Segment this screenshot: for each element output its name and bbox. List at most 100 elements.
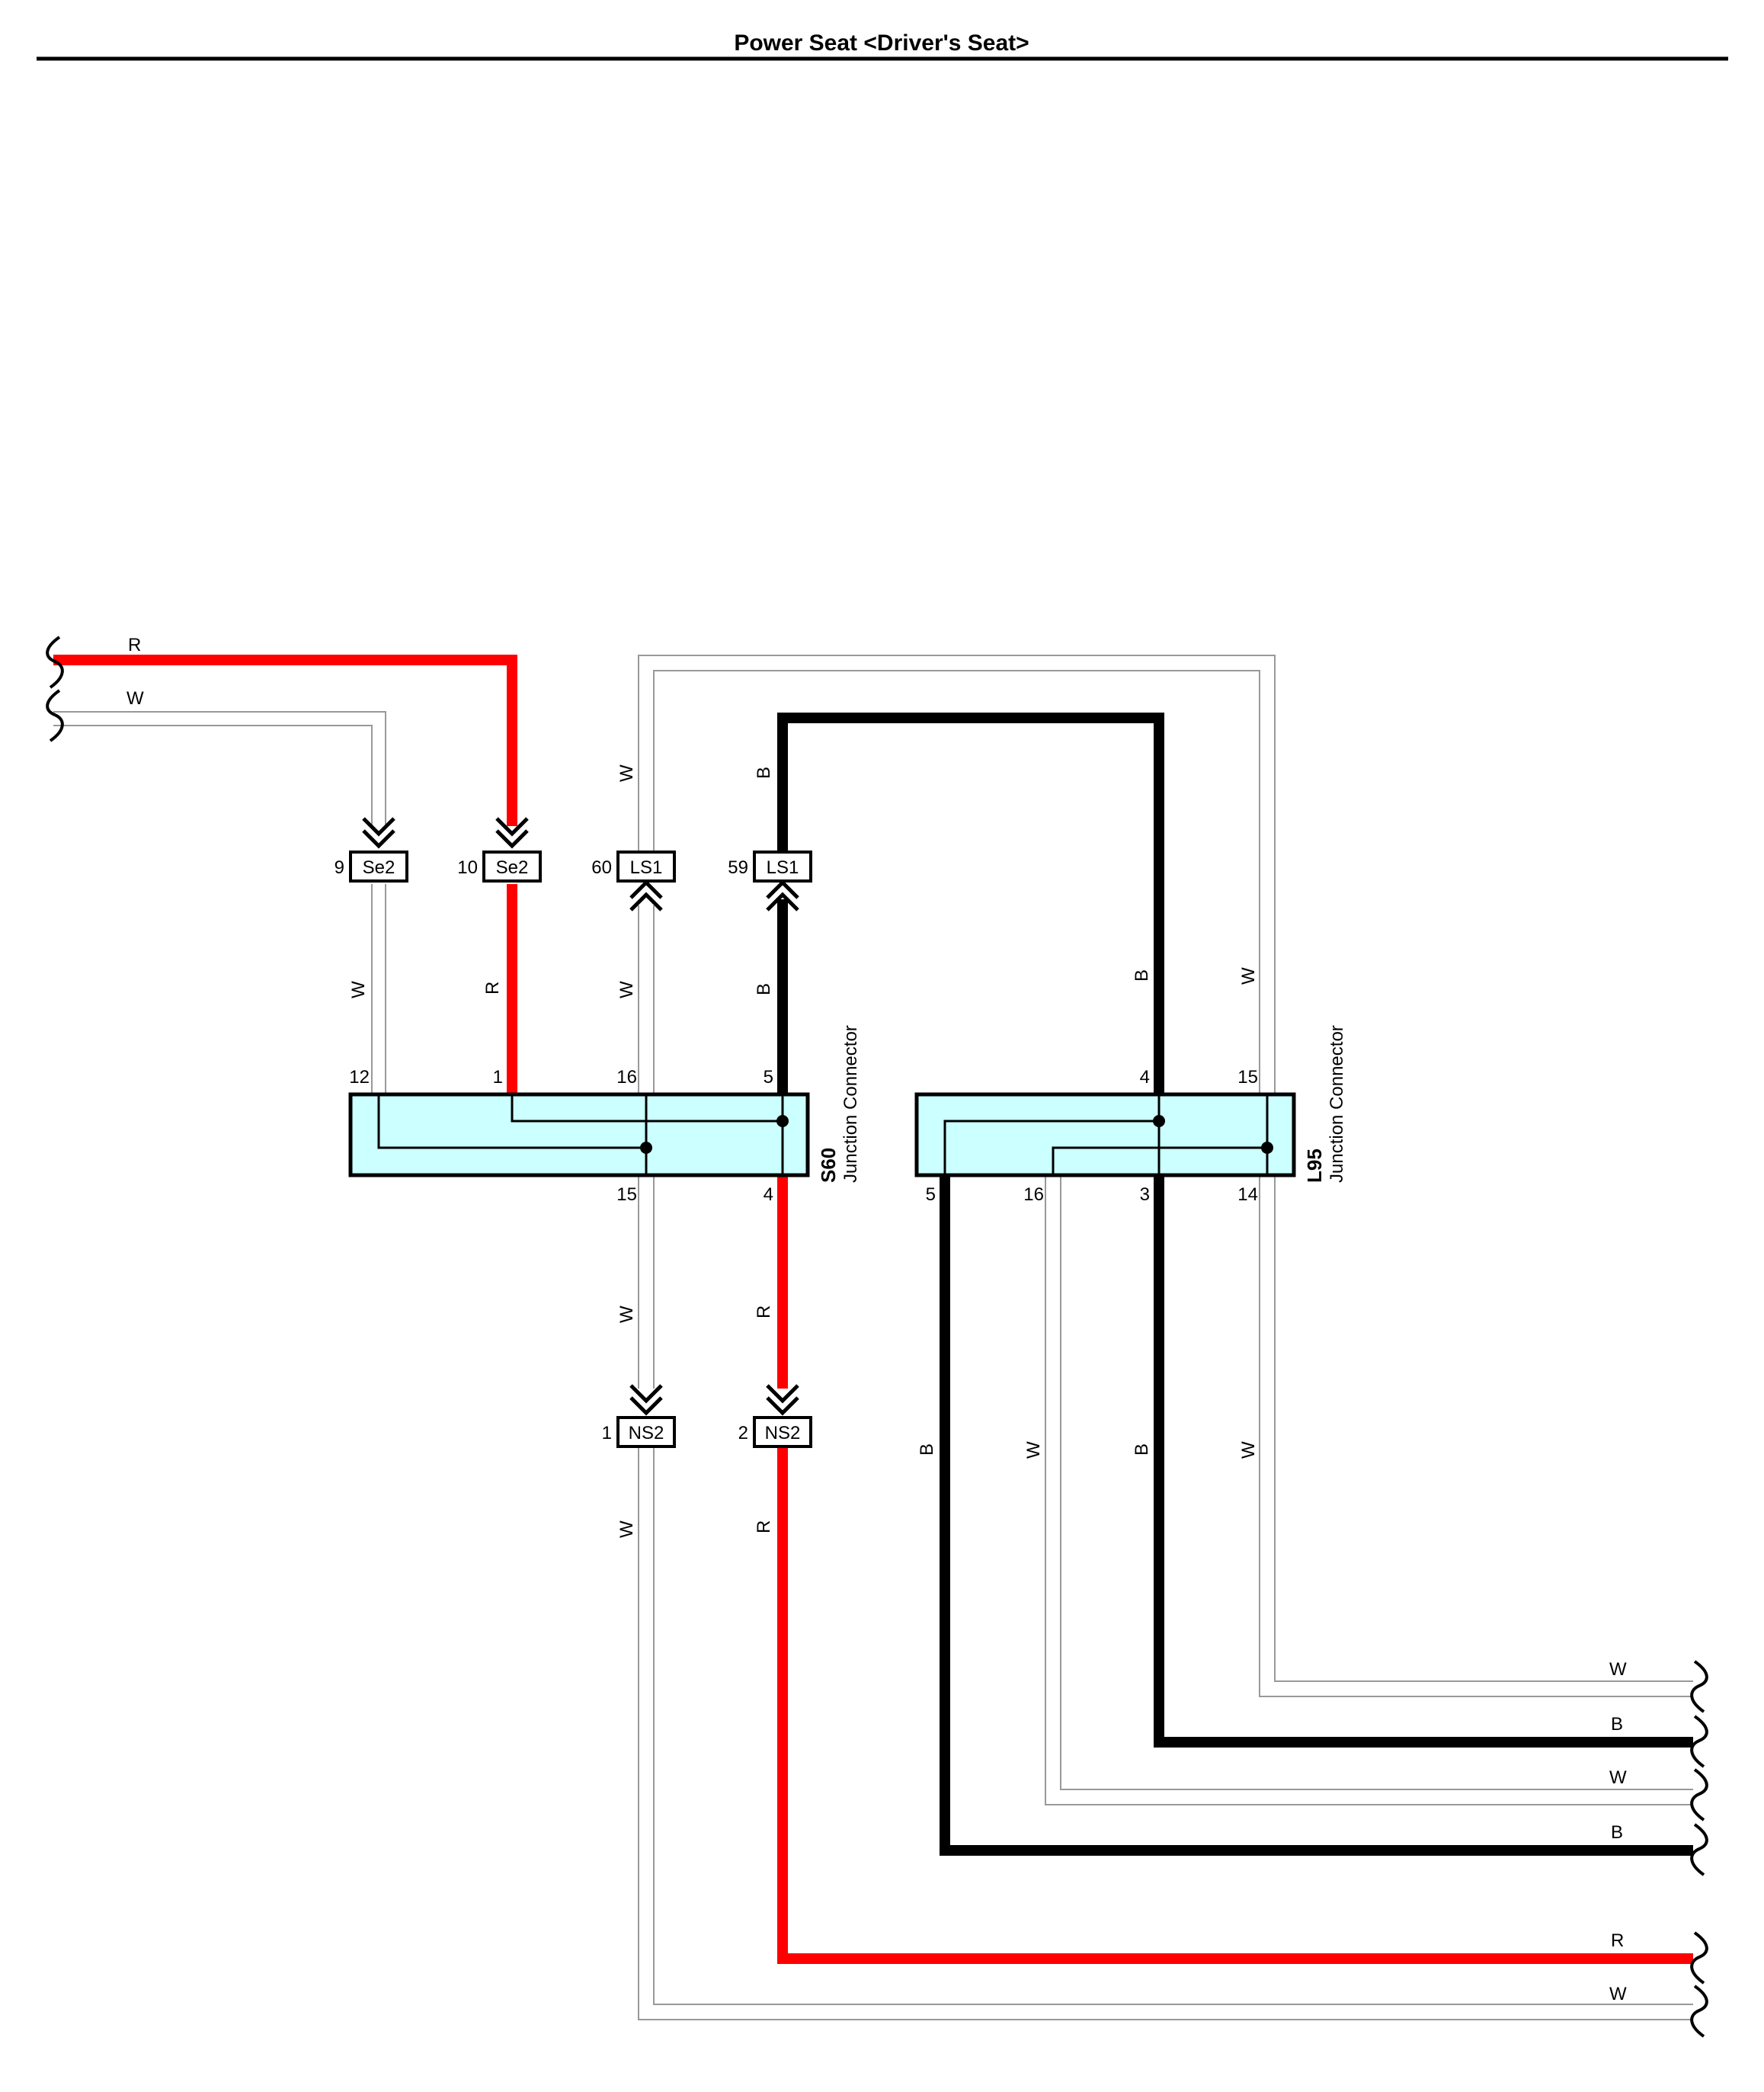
wire-w-s60-15-to-ns2-1 xyxy=(638,1175,655,1389)
junction-l95-internal-trace xyxy=(1052,1146,1267,1175)
junction-pin: 16 xyxy=(1023,1184,1044,1205)
break-marks xyxy=(46,636,1708,2038)
white-wires xyxy=(53,655,1693,2020)
wire-color-label: W xyxy=(616,1520,637,1538)
junction-pin: 14 xyxy=(1237,1184,1258,1205)
connector-ls1-59 xyxy=(753,851,812,883)
junction-name: S60 xyxy=(817,1148,840,1183)
junction-s60-body xyxy=(348,1092,810,1177)
wire-break-icon xyxy=(1690,1931,1708,1985)
chevron-up-icon xyxy=(629,879,663,911)
wire-color-label: R xyxy=(128,635,141,655)
junction-pin: 12 xyxy=(349,1067,370,1088)
connector-pin: 1 xyxy=(602,1423,612,1443)
junction-dot xyxy=(776,1115,789,1127)
connector-name: LS1 xyxy=(630,857,663,878)
junction-pin: 16 xyxy=(616,1067,637,1088)
wire-color-label: R xyxy=(754,1305,774,1318)
wire-break-icon xyxy=(46,689,64,742)
wire-color-label: B xyxy=(754,767,774,779)
chevron-down-icon xyxy=(362,817,395,849)
junction-description: Junction Connector xyxy=(1327,1025,1347,1183)
junction-pin: 3 xyxy=(1140,1184,1150,1205)
wire-color-label: W xyxy=(1238,967,1259,985)
junction-l95-body xyxy=(914,1092,1296,1177)
junction-l95: 4 15 5 16 3 14 L95 Junction Connector xyxy=(914,1025,1347,1205)
connector-name: NS2 xyxy=(629,1423,664,1443)
wire-break-icon xyxy=(1690,1823,1708,1876)
chevron-down-icon xyxy=(495,817,529,849)
wire-color-label: B xyxy=(754,983,774,995)
wire-color-label: W xyxy=(1238,1441,1259,1459)
connector-boxes: Se2 9 Se2 10 LS1 60 LS1 59 NS2 1 NS2 2 xyxy=(335,851,812,1448)
junction-description: Junction Connector xyxy=(840,1025,861,1183)
wire-color-label: W xyxy=(616,1305,637,1323)
junction-dot xyxy=(640,1142,652,1154)
wire-w-left-to-se2-9 xyxy=(53,711,386,826)
connector-pin: 2 xyxy=(738,1423,748,1443)
wire-color-label: B xyxy=(1611,1822,1623,1843)
wire-color-label: W xyxy=(616,764,637,782)
wire-color-label: W xyxy=(1609,1984,1627,2004)
wire-r-left-to-se2-10 xyxy=(53,655,517,826)
junction-s60-internal-trace xyxy=(511,1094,783,1123)
connector-pin: 9 xyxy=(335,857,344,878)
wire-color-label: W xyxy=(1609,1767,1627,1788)
chevron-down-icon xyxy=(766,1384,799,1416)
junction-pin: 5 xyxy=(764,1067,773,1088)
wire-color-label: R xyxy=(754,1520,774,1533)
red-wires xyxy=(53,655,1693,1964)
connector-ls1-60 xyxy=(616,851,676,883)
connector-ns2-1 xyxy=(616,1416,676,1448)
wire-break-icon xyxy=(1690,1715,1708,1768)
wire-break-icon xyxy=(1690,1660,1708,1713)
wire-color-label: B xyxy=(1132,1443,1152,1456)
wire-color-label: W xyxy=(1609,1659,1627,1680)
junction-name: L95 xyxy=(1303,1149,1326,1183)
wire-r-ns2-2-to-right xyxy=(777,1445,1693,1964)
wire-color-label: W xyxy=(616,981,637,998)
junction-dot xyxy=(1153,1115,1165,1127)
connector-se2-9 xyxy=(349,851,408,883)
junction-pin: 4 xyxy=(1140,1067,1150,1088)
connector-name: Se2 xyxy=(363,857,395,878)
wire-color-label: R xyxy=(482,982,503,995)
junction-l95-internal-trace xyxy=(943,1120,1159,1175)
junction-pin: 4 xyxy=(764,1184,773,1205)
connector-pin: 60 xyxy=(591,857,612,878)
black-wires xyxy=(777,713,1693,1856)
wire-color-label: R xyxy=(1611,1930,1624,1951)
wire-break-icon xyxy=(46,636,64,689)
wire-color-label: W xyxy=(348,981,369,998)
wire-break-icon xyxy=(1690,1768,1708,1821)
connector-se2-10 xyxy=(482,851,542,883)
wire-break-icon xyxy=(1690,1985,1708,2038)
connector-name: LS1 xyxy=(767,857,799,878)
connector-pin: 59 xyxy=(728,857,748,878)
wire-color-label: B xyxy=(917,1443,937,1456)
wire-w-ls1-60-to-s60-16 xyxy=(638,905,655,1094)
wire-b-l95-5-to-right xyxy=(940,1175,1693,1856)
chevron-down-icon xyxy=(629,1384,663,1416)
page-title: Power Seat <Driver's Seat> xyxy=(734,30,1029,56)
connector-name: Se2 xyxy=(496,857,529,878)
junction-pin: 15 xyxy=(1237,1067,1258,1088)
wire-b-l95-3-to-right xyxy=(1154,1175,1693,1748)
junction-s60: 12 1 16 5 15 4 S60 Junction Connector xyxy=(348,1025,861,1205)
junction-pin: 15 xyxy=(616,1184,637,1205)
connector-ns2-2 xyxy=(753,1416,812,1448)
wire-w-se2-9-to-s60-12 xyxy=(371,884,386,1094)
junction-pin: 5 xyxy=(926,1184,936,1205)
connector-name: NS2 xyxy=(765,1423,801,1443)
wire-color-label: B xyxy=(1132,969,1152,982)
wire-w-ls1-60-loop-to-l95-15 xyxy=(638,655,1276,1094)
wire-w-l95-16-to-right xyxy=(1045,1175,1693,1805)
vertical-wire-labels: W R W W B B B W W R W R B W B W xyxy=(348,764,1259,1538)
junction-dot xyxy=(1261,1142,1273,1154)
horizontal-wire-labels: R W W B W B R W xyxy=(126,635,1627,2004)
wire-color-label: W xyxy=(1023,1441,1044,1459)
wire-b-ls1-59-loop-to-l95-4 xyxy=(777,713,1164,1094)
connector-pin: 10 xyxy=(457,857,478,878)
wire-color-label: B xyxy=(1611,1714,1623,1735)
